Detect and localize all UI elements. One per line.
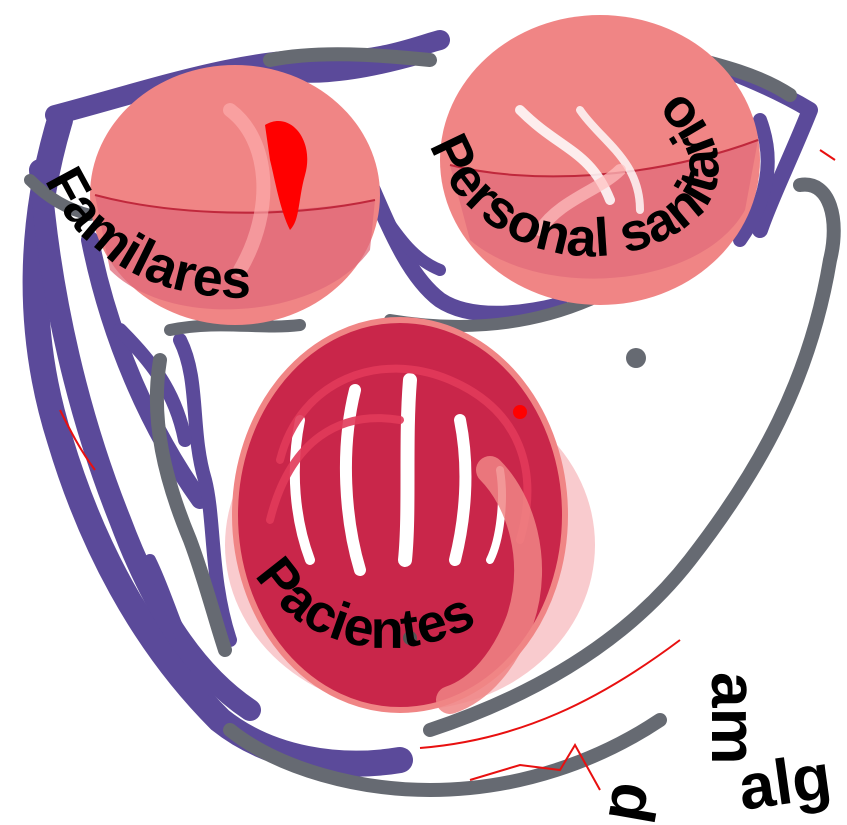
corner-text-d: d: [594, 778, 672, 825]
corner-text-alg: alg: [734, 740, 836, 824]
